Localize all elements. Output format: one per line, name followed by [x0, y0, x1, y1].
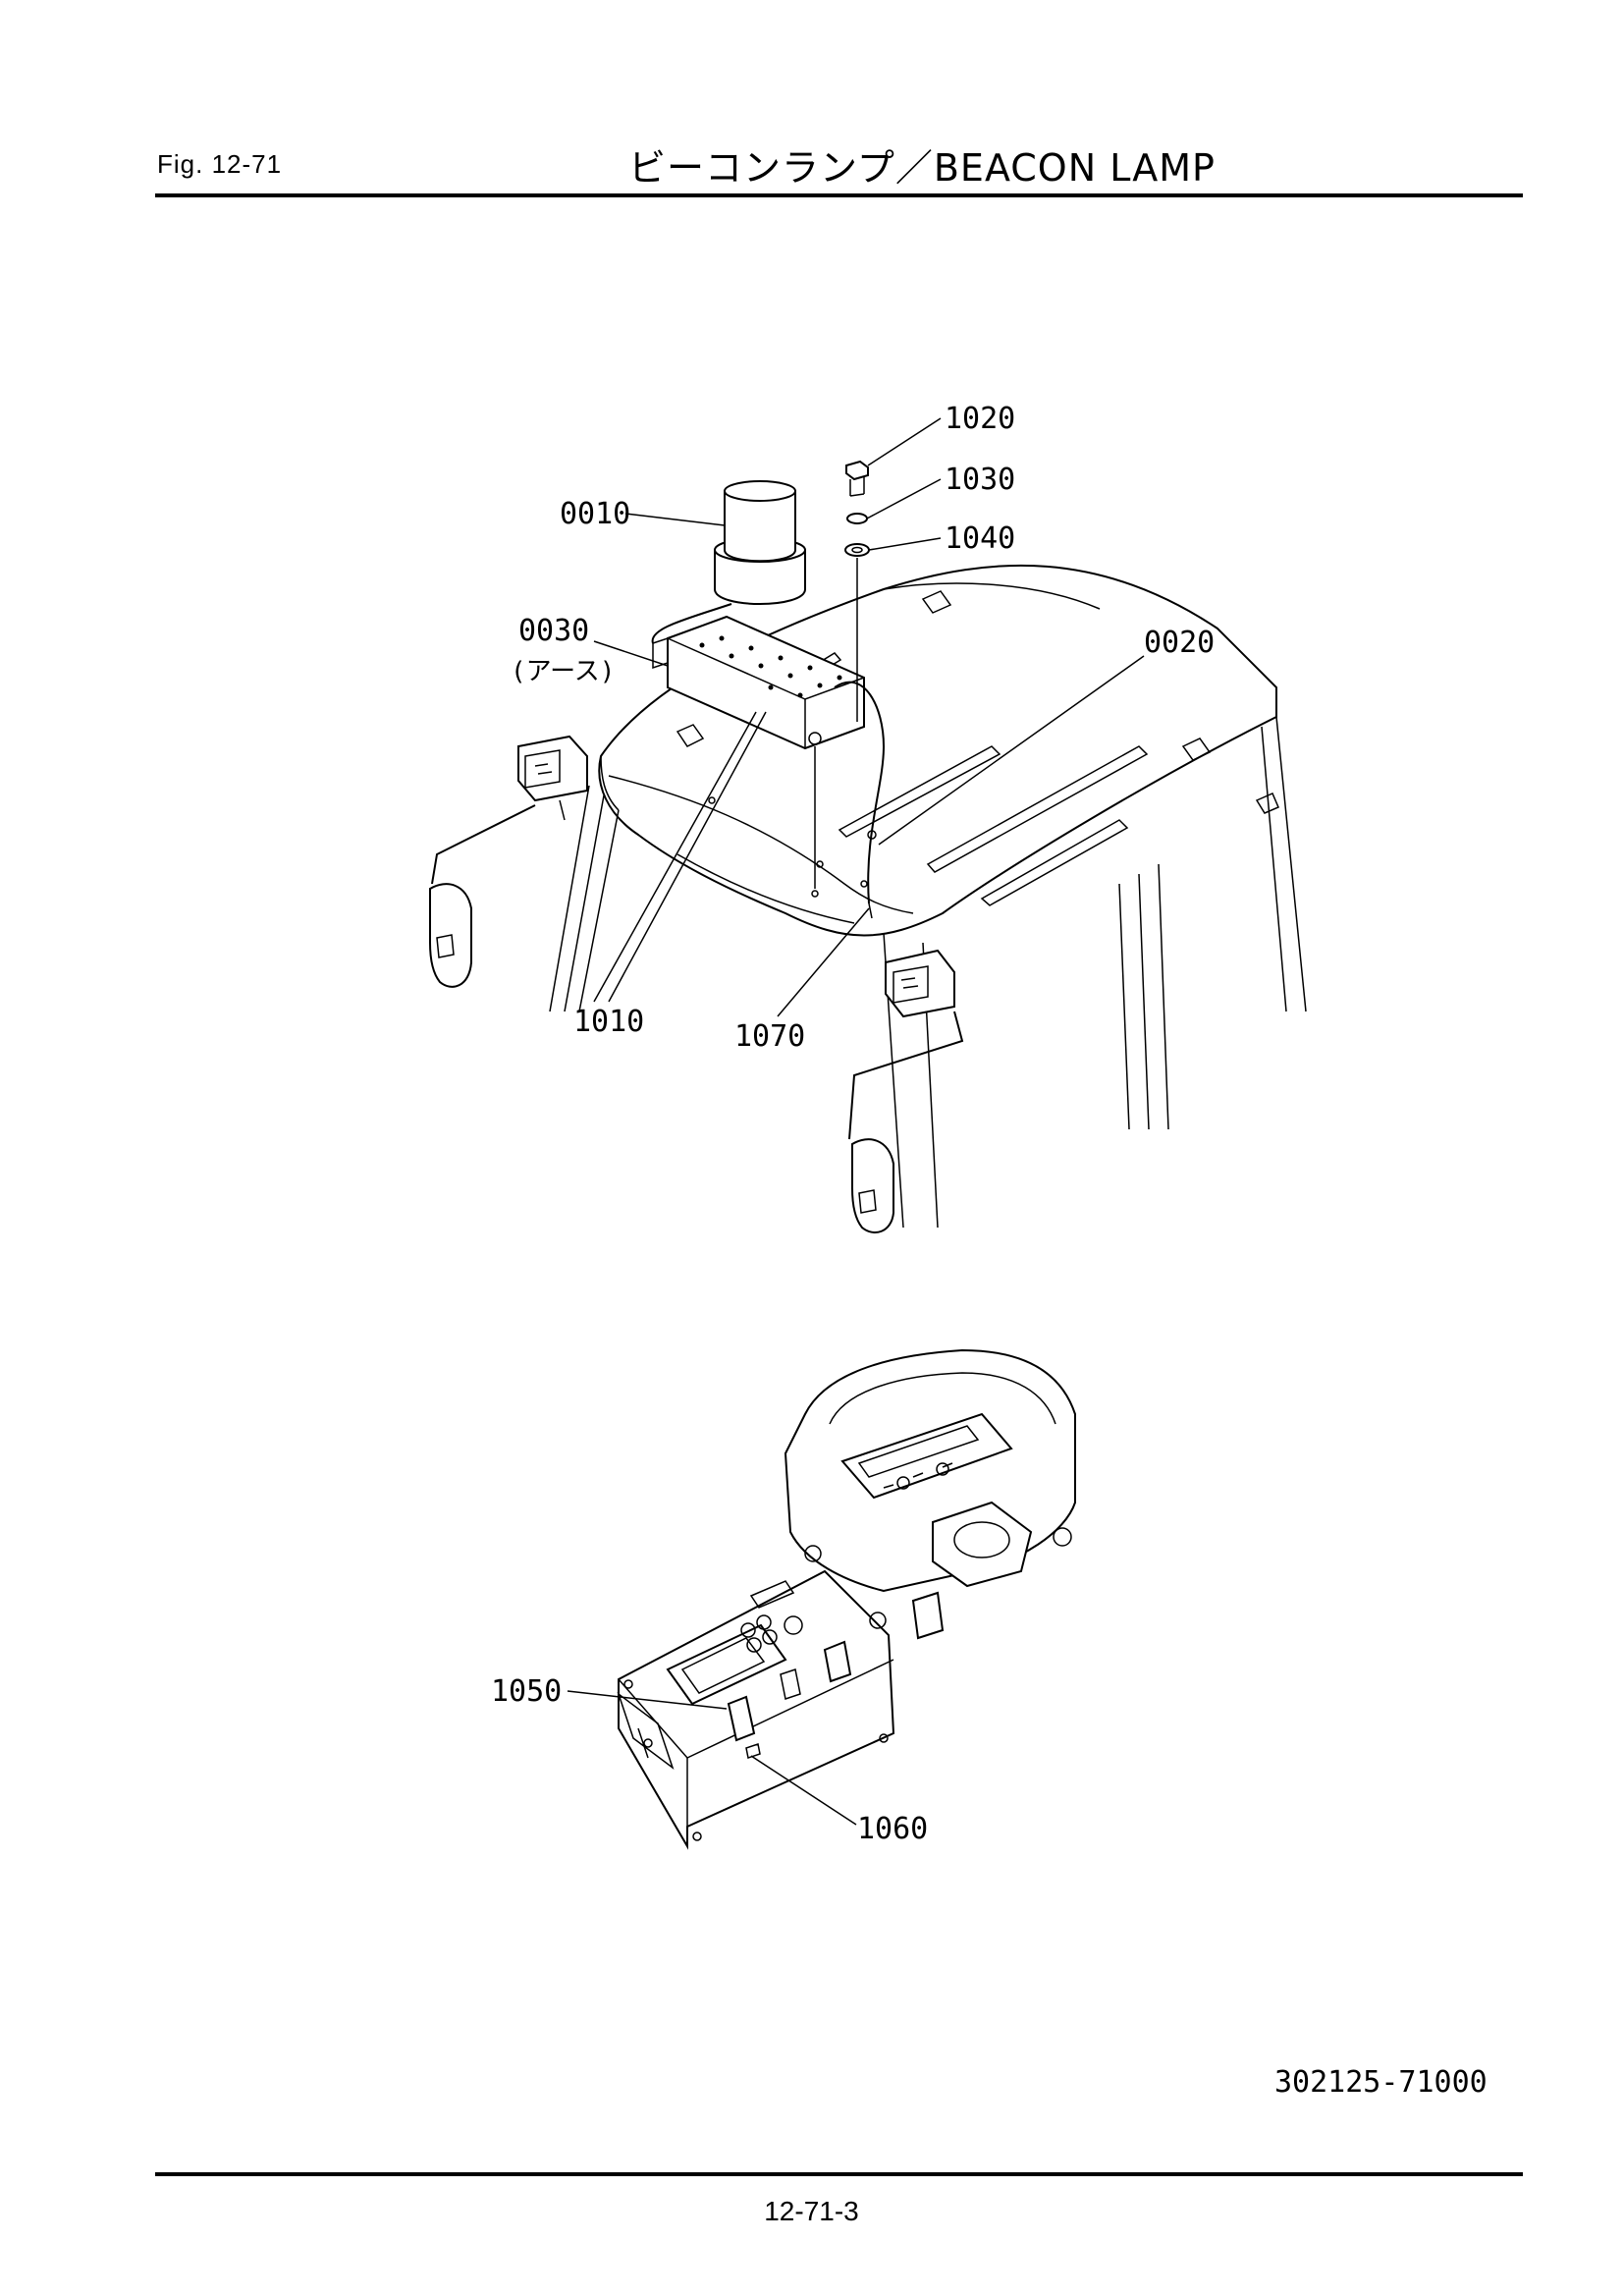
flat-washer — [844, 543, 870, 557]
callout-1010: 1010 — [573, 1005, 644, 1039]
beacon-bracket — [652, 615, 865, 750]
dashboard-console-illustration — [617, 1348, 1076, 1850]
right-mirror — [848, 1011, 964, 1233]
callout-1030: 1030 — [945, 463, 1015, 497]
lock-washer — [846, 513, 868, 524]
right-work-light — [885, 949, 955, 1018]
callout-1040: 1040 — [945, 521, 1015, 556]
diagram-part-number: 302125-71000 — [1274, 2065, 1488, 2100]
header-divider — [155, 193, 1523, 197]
callout-1020: 1020 — [945, 402, 1015, 436]
callout-0030-note: (アース) — [511, 657, 615, 686]
left-mirror — [429, 804, 536, 988]
beacon-wire-harness — [651, 603, 886, 919]
callout-1060: 1060 — [857, 1812, 928, 1846]
figure-label: Fig. 12-71 — [157, 149, 283, 179]
callout-0020: 0020 — [1144, 626, 1215, 660]
page-number: 12-71-3 — [764, 2196, 859, 2226]
beacon-lamp — [714, 480, 806, 605]
leader-lines-upper — [593, 417, 1145, 1017]
page-title: ビーコンランプ／BEACON LAMP — [628, 146, 1216, 190]
callout-1070: 1070 — [734, 1019, 805, 1054]
footer-divider — [155, 2172, 1523, 2176]
left-work-light — [517, 735, 588, 821]
leader-lines-lower — [567, 1690, 857, 1826]
mounting-bolt — [845, 460, 869, 497]
callout-0010: 0010 — [560, 497, 630, 531]
callout-1050: 1050 — [491, 1674, 562, 1709]
callout-0030: 0030 — [518, 614, 589, 648]
